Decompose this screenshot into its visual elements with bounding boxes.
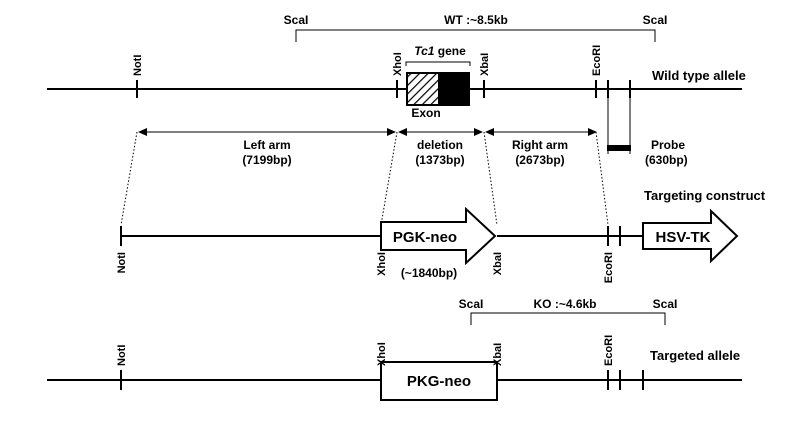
wt-scai-bracket [295, 29, 656, 42]
targeted-ecori-label: EcoRI [603, 335, 615, 366]
wt-xhoi-label: XhoI [392, 52, 404, 76]
left-arm-arrowhead-left [138, 128, 147, 136]
exon-solid-box [438, 72, 470, 106]
ko-size-label: KO :~4.6kb [533, 297, 596, 311]
wt-noti-label: NotI [132, 55, 144, 76]
wt-scai-left-label: ScaI [284, 13, 309, 27]
probe-bar [607, 145, 631, 151]
targeted-allele-title: Targeted allele [650, 348, 740, 363]
dotted-guide-ecori [595, 131, 609, 226]
wild-type-allele-group: ScaI WT :~8.5kb ScaI Tc1 gene Exon NotI … [47, 13, 746, 120]
probe-title: Probe [651, 138, 685, 152]
pgk-neo-label: PGK-neo [393, 229, 457, 246]
left-arm-title: Left arm [243, 138, 290, 152]
arms-group: Left arm (7199bp) deletion (1373bp) Righ… [120, 98, 688, 226]
deletion-size: (1373bp) [415, 153, 464, 167]
deletion-title: deletion [417, 138, 463, 152]
targeted-noti-label: NotI [116, 345, 128, 366]
deletion-arrowhead-left [398, 128, 407, 136]
probe-size: (630bp) [645, 153, 688, 167]
targeting-construct-title: Targeting construct [644, 188, 766, 203]
hsv-tk-label: HSV-TK [655, 229, 710, 246]
wt-xbai-label: XbaI [479, 53, 491, 76]
targeted-xbai-label: XbaI [492, 343, 504, 366]
pkg-neo-label: PKG-neo [407, 373, 471, 390]
pgk-neo-size: (~1840bp) [401, 266, 457, 280]
targeting-construct-group: Targeting construct PGK-neo (~1840bp) HS… [116, 188, 766, 283]
wt-scai-right-label: ScaI [643, 13, 668, 27]
construct-xbai-label: XbaI [492, 252, 504, 275]
dotted-guide-noti [120, 131, 138, 226]
wild-type-allele-title: Wild type allele [652, 68, 746, 83]
wt-ecori-label: EcoRI [591, 45, 603, 76]
dotted-guide-xhoi [380, 131, 398, 226]
right-arm-title: Right arm [512, 138, 568, 152]
wt-size-label: WT :~8.5kb [444, 13, 508, 27]
right-arm-arrowhead-right [588, 128, 597, 136]
ko-scai-right-label: ScaI [653, 297, 678, 311]
construct-noti-label: NotI [116, 252, 128, 273]
hsv-tk-arrow [642, 208, 739, 264]
pkg-neo-box [380, 361, 498, 401]
dotted-guide-xbai [483, 131, 498, 226]
construct-ecori-label: EcoRI [603, 252, 615, 283]
exon-hatched-box [406, 72, 440, 106]
ko-scai-left-label: ScaI [459, 297, 484, 311]
gene-bracket [405, 61, 471, 66]
left-arm-arrowhead-right [387, 128, 396, 136]
ko-scai-bracket [470, 312, 666, 325]
pgk-neo-arrow [380, 206, 497, 266]
right-arm-arrowhead-left [485, 128, 494, 136]
left-arm-size: (7199bp) [242, 153, 291, 167]
tc1-gene-label: Tc1 gene [414, 44, 466, 58]
deletion-arrowhead-right [474, 128, 483, 136]
targeted-allele-group: ScaI KO :~4.6kb ScaI PKG-neo NotI XhoI X… [47, 297, 742, 401]
exon-label: Exon [411, 106, 440, 120]
construct-xhoi-label: XhoI [376, 252, 388, 276]
right-arm-size: (2673bp) [515, 153, 564, 167]
targeted-xhoi-label: XhoI [376, 342, 388, 366]
